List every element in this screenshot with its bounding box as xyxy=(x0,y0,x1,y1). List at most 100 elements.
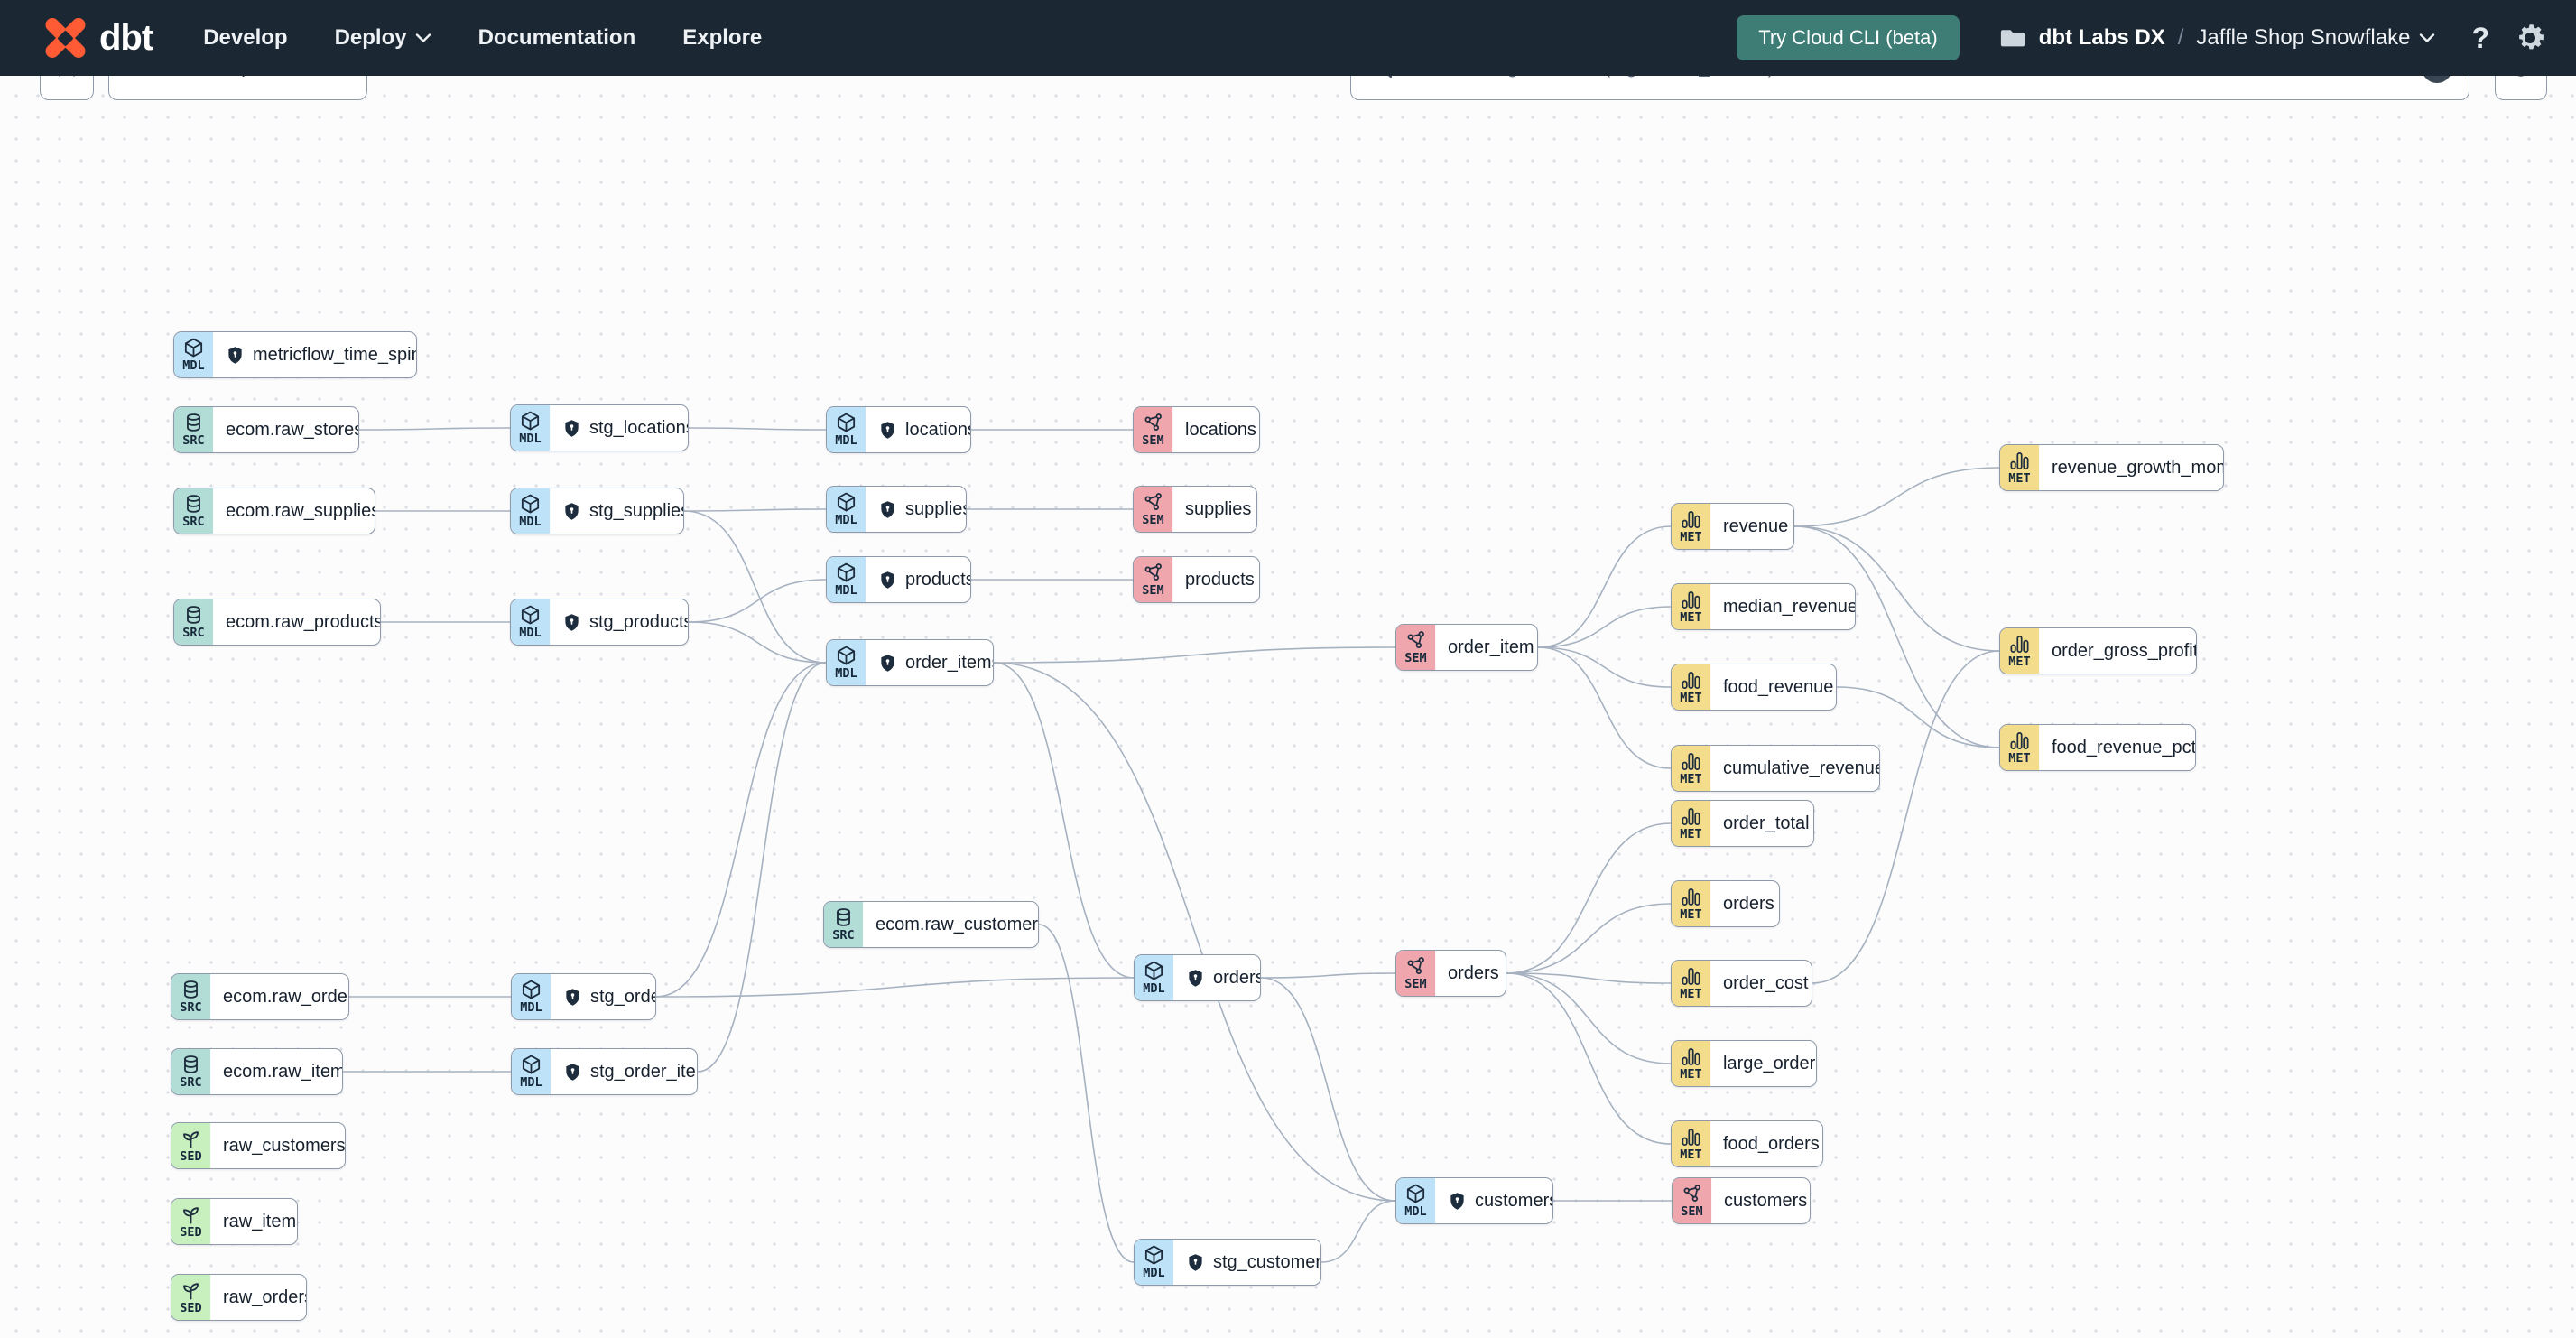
node-label: stg_customers xyxy=(1174,1240,1320,1285)
nav-explore[interactable]: Explore xyxy=(682,25,763,50)
node-supplies_mdl[interactable]: MDL supplies xyxy=(826,486,967,533)
edge-orders_sem-to-met_large_order xyxy=(1506,972,1672,1064)
source-icon xyxy=(184,980,198,999)
model-icon xyxy=(837,413,856,432)
node-type-badge: MDL xyxy=(511,405,551,451)
try-cloud-cli-button[interactable]: Try Cloud CLI (beta) xyxy=(1737,15,1960,60)
node-type-label: MET xyxy=(1680,987,1702,1002)
node-label: order_gross_profit xyxy=(2052,640,2196,661)
model-icon xyxy=(521,494,540,514)
node-type-badge: MET xyxy=(1672,801,1711,846)
edge-met_revenue-to-met_revenue_growth_mom xyxy=(1793,467,2000,527)
chevron-down-icon xyxy=(2420,33,2435,42)
node-label: raw_orders xyxy=(223,1287,306,1307)
dbt-logo[interactable]: dbt xyxy=(42,14,153,61)
seed-icon xyxy=(183,1131,199,1148)
node-label: stg_order_items xyxy=(551,1049,697,1094)
node-label: metricflow_time_spine xyxy=(214,332,416,377)
source-icon xyxy=(187,413,200,432)
nav-develop[interactable]: Develop xyxy=(203,25,288,50)
node-type-badge: MDL xyxy=(1135,955,1174,1000)
node-type-label: MDL xyxy=(835,513,857,528)
node-type-label: MDL xyxy=(519,626,542,641)
node-type-badge: SEM xyxy=(1134,407,1173,452)
node-type-label: MET xyxy=(1680,1148,1702,1163)
node-label: cumulative_revenue xyxy=(1723,757,1879,778)
node-type-badge: MET xyxy=(1672,881,1711,926)
node-type-badge: MET xyxy=(1672,504,1711,549)
semantic-model-icon xyxy=(1407,631,1424,649)
node-seed_raw_orders[interactable]: SED raw_orders xyxy=(171,1274,307,1321)
model-icon xyxy=(1406,1184,1425,1203)
node-label: raw_customers xyxy=(223,1135,345,1156)
node-label: supplies xyxy=(866,487,966,532)
node-type-badge: MET xyxy=(2000,445,2040,490)
help-icon[interactable]: ? xyxy=(2471,21,2489,54)
project-switcher[interactable]: Jaffle Shop Snowflake xyxy=(2196,25,2435,51)
node-type-badge: SEM xyxy=(1396,951,1436,996)
edge-order_item_sem-to-met_revenue xyxy=(1537,525,1672,648)
node-type-badge: MDL xyxy=(512,1049,551,1094)
nav-documentation[interactable]: Documentation xyxy=(477,25,636,50)
gear-icon[interactable] xyxy=(2513,21,2547,55)
node-type-badge: SED xyxy=(171,1123,211,1168)
node-type-badge: SED xyxy=(171,1199,211,1244)
node-label: order_item xyxy=(1448,636,1534,657)
node-seed_raw_customers[interactable]: SED raw_customers xyxy=(171,1122,346,1169)
source-icon xyxy=(187,606,200,625)
source-icon xyxy=(184,1055,198,1074)
account-name[interactable]: dbt Labs DX xyxy=(2038,25,2165,50)
model-icon xyxy=(522,1055,541,1074)
edge-orders_sem-to-met_order_total xyxy=(1506,822,1672,974)
metric-icon xyxy=(1682,753,1700,771)
metric-icon xyxy=(1682,672,1700,690)
node-type-label: SED xyxy=(180,1301,202,1316)
edge-orders_mdl-to-customers_mdl xyxy=(1260,977,1396,1202)
node-type-badge: SED xyxy=(171,1275,211,1320)
node-label: locations xyxy=(866,407,970,452)
node-type-badge: SRC xyxy=(174,599,214,645)
nav-deploy[interactable]: Deploy xyxy=(335,25,431,51)
edge-stg_products-to-order_items xyxy=(688,621,827,664)
node-type-badge: SEM xyxy=(1134,557,1173,602)
metric-icon xyxy=(1682,968,1700,986)
